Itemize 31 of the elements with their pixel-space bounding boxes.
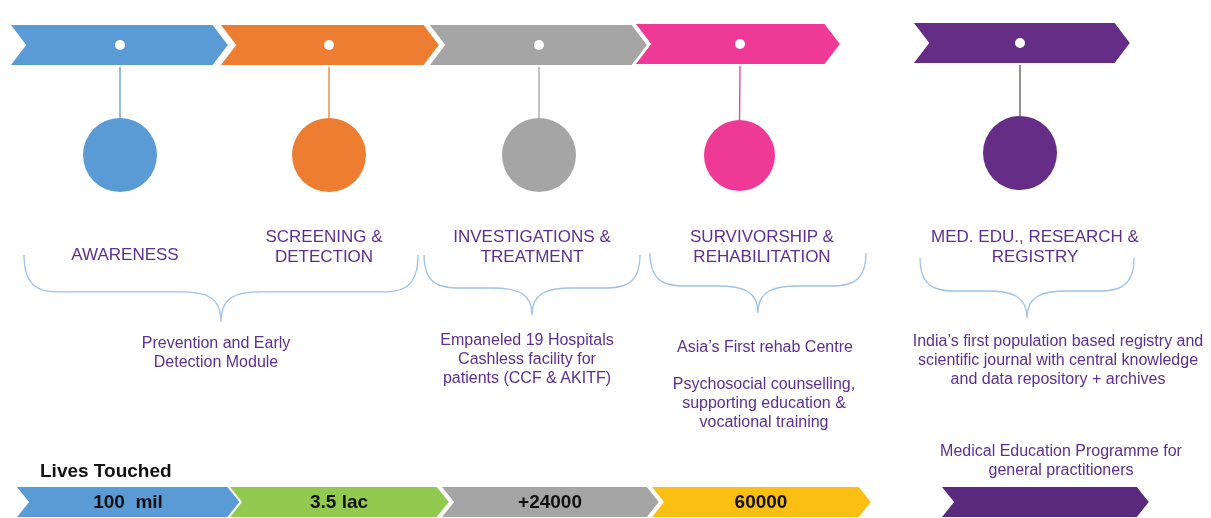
stage-title: INVESTIGATIONS & TREATMENT (452, 227, 612, 268)
timeline-segment (650, 486, 872, 518)
connector-line (538, 65, 540, 119)
description-text: India’s first population based registry and scientific journal with central knowledge and data repository + archives (911, 331, 1205, 389)
timeline-segment (228, 486, 450, 518)
stage-title: SURVIVORSHIP & REHABILITATION (689, 227, 835, 268)
stage-title: AWARENESS (70, 245, 180, 266)
connector-line (328, 65, 330, 119)
stage-title: SCREENING & DETECTION (264, 227, 384, 268)
timeline-segment (940, 486, 1150, 518)
description-text: Asia’s First rehab Centre (676, 337, 854, 357)
timeline-segment (9, 24, 229, 66)
timeline-segment (912, 22, 1131, 64)
count-text: +24000 (518, 491, 582, 513)
description-text: Prevention and Early Detection Module (140, 333, 292, 372)
count-text: 60000 (734, 491, 788, 513)
description-text: Empaneled 19 Hospitals Cashless facility for patients (CCF & AKITF) (439, 330, 615, 388)
count-text: 100 mil (93, 491, 163, 513)
connector-line (119, 65, 121, 119)
description-text: Psychosocial counselling, supporting education & vocational training (671, 374, 857, 432)
timeline-segment (428, 24, 648, 66)
timeline-segment (634, 23, 841, 65)
section-heading: Lives Touched (40, 460, 172, 483)
connector-line (738, 64, 741, 121)
connector-line (1019, 63, 1021, 117)
description-text: Medical Education Programme for general practitioners (939, 441, 1183, 480)
timeline-segment (440, 486, 660, 518)
count-text: 3.5 lac (309, 491, 369, 513)
timeline-segment (15, 486, 241, 518)
stage-title: MED. EDU., RESEARCH & REGISTRY (930, 227, 1140, 268)
timeline-segment (219, 24, 440, 66)
